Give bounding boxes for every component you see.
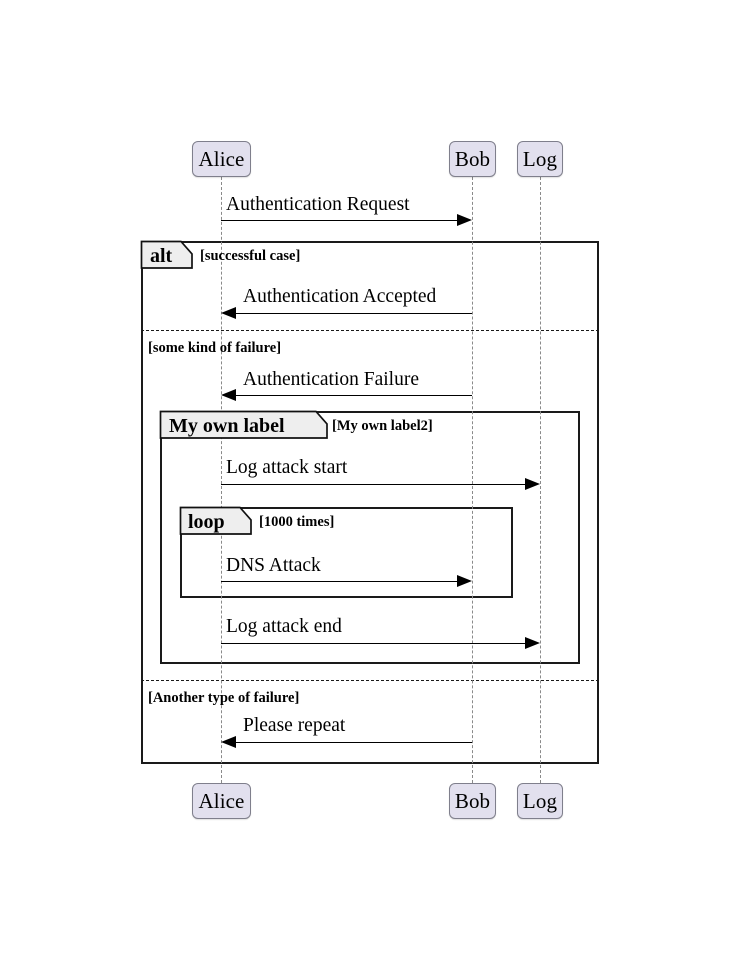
participant-log-top-label: Log <box>522 146 558 171</box>
fragment-alt-divider-1 <box>141 330 599 331</box>
participant-alice-bottom-label: Alice <box>198 788 245 813</box>
participant-bob-bottom-label: Bob <box>454 788 491 813</box>
participant-bob-bottom[interactable]: Bob <box>449 783 496 819</box>
message-arrowhead-log-attack-end <box>525 636 540 649</box>
fragment-alt-guard-1: [successful case] <box>200 248 301 264</box>
message-line-authentication-request <box>221 220 458 221</box>
message-label-dns-attack: DNS Attack <box>226 555 321 576</box>
fragment-loop-frame <box>180 507 513 598</box>
lifeline-alice <box>221 177 222 783</box>
message-arrowhead-authentication-request <box>457 213 472 226</box>
fragment-alt-tab <box>140 240 193 269</box>
message-arrowhead-log-attack-start <box>525 477 540 490</box>
fragment-loop-tab <box>179 506 252 535</box>
message-line-please-repeat <box>235 742 472 743</box>
participant-alice-bottom[interactable]: Alice <box>192 783 251 819</box>
fragment-loop-guard: [1000 times] <box>259 514 335 530</box>
message-line-authentication-failure <box>235 395 472 396</box>
message-arrowhead-authentication-accepted <box>221 306 236 319</box>
participant-log-top[interactable]: Log <box>517 141 563 177</box>
message-line-dns-attack <box>221 581 458 582</box>
fragment-myownlabel-frame <box>160 411 580 664</box>
fragment-myownlabel-operator-label: My own label <box>169 415 285 437</box>
lifeline-bob <box>472 177 473 783</box>
fragment-alt-operator-label: alt <box>150 245 173 267</box>
fragment-loop-operator-label: loop <box>188 511 225 533</box>
message-label-authentication-failure: Authentication Failure <box>243 369 419 390</box>
participant-alice-top-label: Alice <box>198 146 245 171</box>
fragment-myownlabel-tab <box>159 410 328 439</box>
message-label-please-repeat: Please repeat <box>243 715 346 736</box>
message-label-log-attack-end: Log attack end <box>226 616 342 637</box>
participant-bob-top[interactable]: Bob <box>449 141 496 177</box>
message-label-authentication-accepted: Authentication Accepted <box>243 286 437 307</box>
message-line-authentication-accepted <box>235 313 472 314</box>
fragment-alt-frame <box>141 241 599 764</box>
fragment-alt-divider-2 <box>141 680 599 681</box>
lifeline-log <box>540 177 541 783</box>
participant-log-bottom-label: Log <box>522 788 558 813</box>
message-label-authentication-request: Authentication Request <box>226 194 410 215</box>
message-arrowhead-please-repeat <box>221 735 236 748</box>
message-line-log-attack-end <box>221 643 526 644</box>
participant-alice-top[interactable]: Alice <box>192 141 251 177</box>
message-line-log-attack-start <box>221 484 526 485</box>
fragment-alt-guard-2: [some kind of failure] <box>148 340 282 356</box>
message-arrowhead-authentication-failure <box>221 388 236 401</box>
message-arrowhead-dns-attack <box>457 574 472 587</box>
fragment-myownlabel-guard: [My own label2] <box>332 418 433 434</box>
participant-bob-top-label: Bob <box>454 146 491 171</box>
fragment-alt-guard-3: [Another type of failure] <box>148 690 300 706</box>
participant-log-bottom[interactable]: Log <box>517 783 563 819</box>
message-label-log-attack-start: Log attack start <box>226 457 348 478</box>
